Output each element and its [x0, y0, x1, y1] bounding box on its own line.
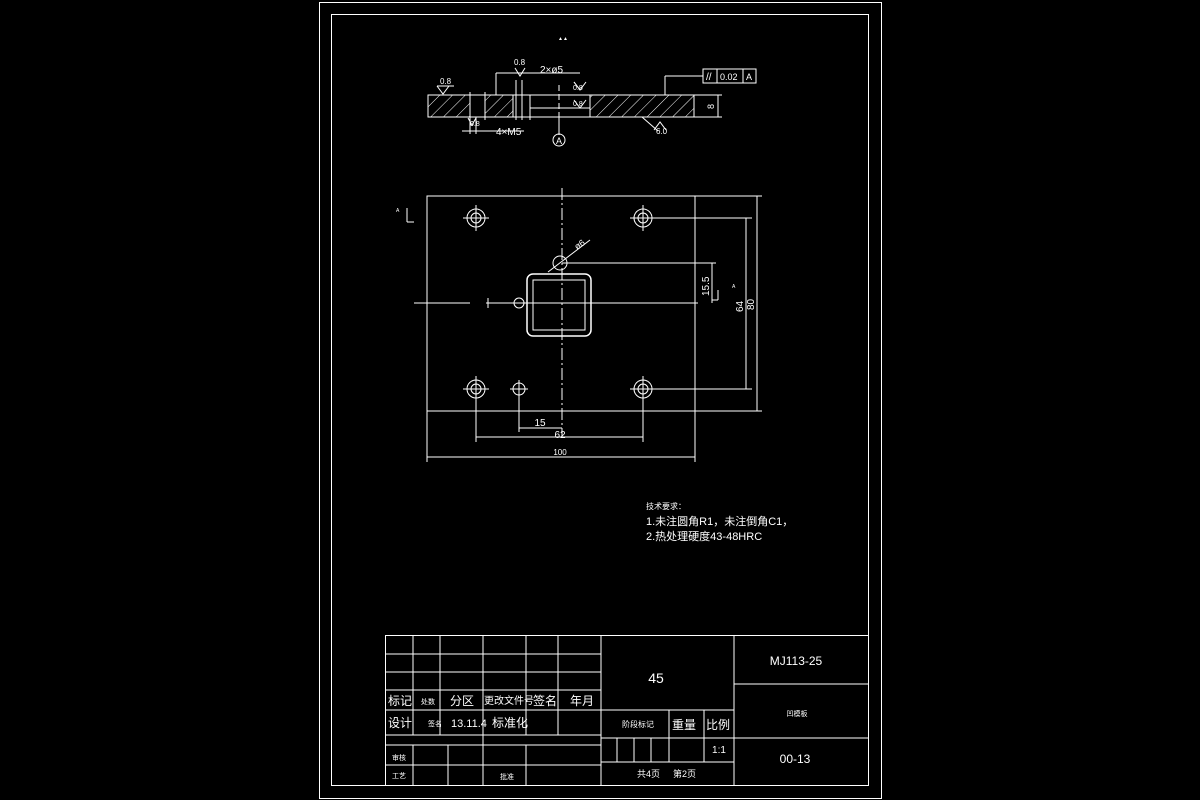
- inner-border: [331, 14, 869, 786]
- hdr-date: 年月: [570, 694, 594, 708]
- part-name: 凹模板: [787, 709, 808, 718]
- tech-notes-line2: 2.热处理硬度43-48HRC: [646, 529, 762, 543]
- thread-callout: 4×M5: [496, 127, 522, 138]
- section-plate-right: [589, 94, 695, 118]
- stage-label: 阶段标记: [622, 719, 654, 729]
- section-view: 0.8 0.8 2×ø5 0.8 0.8 // 0.02 A 8 0.8 4×M: [427, 58, 757, 147]
- roughness-right-small-2: 0.8: [573, 101, 583, 108]
- hdr-doc: 更改文件号: [484, 694, 534, 707]
- title-block: [385, 635, 869, 786]
- roughness-right-small: 0.8: [573, 85, 583, 92]
- standard-label: 标准化: [492, 716, 528, 730]
- dim-overall-width: 100: [553, 448, 567, 457]
- dim-pin-diameter: ø6: [572, 237, 586, 251]
- tolerance-frame: [702, 68, 757, 84]
- pin-hole-left: [513, 297, 525, 309]
- tech-notes-heading: 技术要求：: [646, 501, 686, 511]
- outer-border: [319, 2, 882, 799]
- tech-notes-line1: 1.未注圆角R1，未注倒角C1，: [646, 514, 793, 528]
- section-marker-left: A: [396, 208, 400, 214]
- datum-a-circle: [552, 133, 566, 147]
- hole-callout-top: 2×ø5: [540, 65, 564, 76]
- hdr-sign: 签名: [533, 693, 557, 708]
- square-cavity-inner: [532, 279, 586, 331]
- dim-overall-height: 80: [746, 298, 757, 310]
- scale-label: 比例: [706, 718, 730, 732]
- design-label: 设计: [388, 716, 412, 730]
- roughness-bottom-left: 0.8: [470, 121, 480, 128]
- tech-notes: 技术要求： 1.未注圆角R1，未注倒角C1， 2.热处理硬度43-48HRC: [646, 501, 793, 543]
- sheet-current: 第2页: [673, 768, 696, 779]
- section-plate-mid: [484, 94, 514, 118]
- roughness-bottom-right: 6.0: [656, 127, 668, 136]
- section-plate-left: [427, 94, 471, 118]
- thickness-dim: 8: [706, 104, 716, 109]
- dim-hole-pitch-horizontal: 62: [554, 430, 566, 441]
- scale-value: 1:1: [712, 745, 726, 756]
- sheet-total: 共4页: [637, 769, 660, 779]
- hdr-count: 处数: [421, 697, 435, 706]
- square-cavity-outer: [526, 273, 592, 337]
- tolerance-datum: A: [746, 72, 752, 82]
- tolerance-value: 0.02: [720, 72, 738, 82]
- material: 45: [648, 670, 664, 686]
- top-marker: ▲▲: [558, 36, 568, 42]
- screw-hole-tr: [630, 205, 656, 231]
- approve-label: 批准: [500, 772, 514, 781]
- drawing-number: MJ113-25: [770, 654, 823, 668]
- hdr-zone: 分区: [450, 694, 474, 708]
- roughness-left: 0.8: [440, 77, 452, 86]
- hdr-mark: 标记: [388, 694, 412, 708]
- title-block-text: 标记 处数 分区 更改文件号 签名 年月 设计 签名 13.11.4 标准化 审…: [388, 654, 823, 781]
- section-marker-right: A: [732, 284, 736, 290]
- dim-hole-pitch-vertical: 64: [735, 300, 746, 312]
- design-name: 签名: [428, 719, 442, 728]
- tolerance-symbol: //: [706, 72, 712, 83]
- process-label: 工艺: [392, 772, 406, 780]
- roughness-top: 0.8: [514, 58, 526, 67]
- screw-hole-tl: [463, 205, 489, 231]
- weight-label: 重量: [672, 718, 696, 732]
- design-date: 13.11.4: [451, 718, 487, 730]
- dim-offset-horizontal: 15: [534, 418, 546, 429]
- doc-code: 00-13: [780, 752, 811, 766]
- datum-label: A: [556, 136, 562, 146]
- review-label: 审核: [392, 753, 406, 762]
- dim-offset-vertical: 15.5: [701, 276, 712, 296]
- plan-view: ø6: [396, 188, 762, 462]
